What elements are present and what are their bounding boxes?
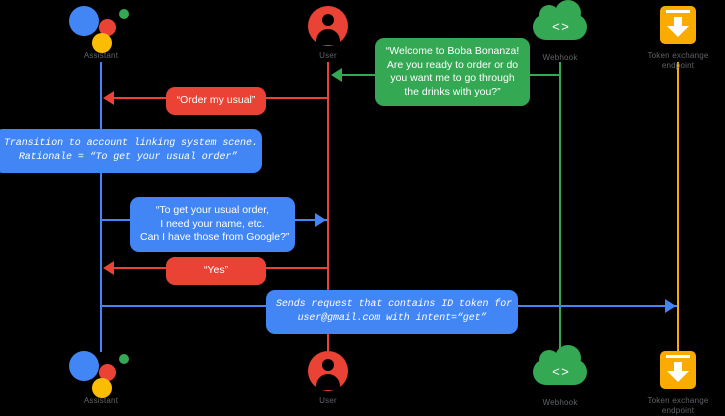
lifeline-user: [327, 62, 329, 352]
arrowhead-order-my-usual: [103, 91, 114, 105]
actor-label-user: User: [319, 51, 337, 60]
assistant-dot-red: [99, 19, 116, 36]
actor-label-endpoint: Token exchange endpoint: [618, 51, 725, 71]
bubble-line: “Yes”: [203, 264, 229, 276]
download-arrow-stem: [674, 17, 682, 27]
actor-label-endpoint-line1: Token exchange: [647, 396, 709, 405]
google-assistant-icon: [41, 349, 161, 398]
cloud-code-icon: < >: [500, 0, 620, 50]
actor-label-endpoint: Token exchange endpoint: [618, 396, 725, 416]
message-bubble-need-name-prompt: “To get your usual order, I need your na…: [130, 197, 295, 252]
assistant-dot-blue: [69, 351, 99, 381]
actor-endpoint-top: Token exchange endpoint: [618, 4, 725, 71]
user-avatar-icon: [268, 349, 388, 393]
endpoint-lid: [666, 10, 690, 13]
arrowhead-need-name-prompt: [315, 213, 326, 227]
note-line: Sends request that contains ID token for: [276, 299, 513, 310]
actor-user-top: User: [268, 4, 388, 61]
download-box-icon: [618, 4, 725, 48]
cloud-shape: [533, 0, 587, 40]
assistant-dot-green: [119, 354, 129, 364]
note-line: Transition to account linking system sce…: [4, 138, 258, 149]
bubble-line: you want me to go through: [390, 72, 515, 84]
assistant-dot-blue: [69, 6, 99, 36]
bubble-line: “Welcome to Boba Bonanza!: [385, 45, 520, 57]
actor-user-bottom: User: [268, 349, 388, 406]
bubble-line: Can I have those from Google?”: [140, 231, 290, 243]
user-avatar-body: [316, 374, 340, 390]
cloud-code-icon: < >: [500, 345, 620, 395]
bubble-line: the drinks with you?”: [404, 85, 501, 98]
user-avatar-icon: [268, 4, 388, 48]
endpoint-lid: [666, 355, 690, 358]
lifeline-webhook: [559, 62, 561, 352]
message-bubble-yes-reply: “Yes”: [166, 257, 266, 285]
actor-label-endpoint-line2: endpoint: [661, 61, 695, 70]
actor-assistant-top: Assistant: [41, 4, 161, 61]
actor-label-user: User: [319, 396, 337, 405]
actor-assistant-bottom: Assistant: [41, 349, 161, 406]
arrowhead-yes-reply: [103, 261, 114, 275]
cloud-shape: [533, 345, 587, 385]
bubble-line: Are you ready to order or do: [386, 58, 519, 71]
note-line: user@gmail.com with intent=“get”: [297, 313, 487, 324]
download-arrow-stem: [674, 362, 682, 372]
actor-label-webhook: Webhook: [542, 398, 578, 407]
assistant-dot-yellow: [92, 378, 112, 398]
note-box-send-id-token: Sends request that contains ID token for…: [266, 290, 518, 334]
bubble-line: “To get your usual order,: [155, 204, 270, 216]
actor-label-assistant: Assistant: [83, 396, 119, 405]
download-arrow-head: [667, 26, 689, 37]
actor-label-webhook: Webhook: [542, 53, 578, 62]
google-assistant-icon: [41, 4, 161, 53]
actor-label-endpoint-line1: Token exchange: [647, 51, 709, 60]
note-line: Rationale = “To get your usual order”: [18, 152, 238, 163]
arrowhead-send-id-token: [665, 299, 676, 313]
download-box-icon: [618, 349, 725, 393]
user-avatar-head: [322, 14, 334, 26]
download-arrow-head: [667, 371, 689, 382]
assistant-dot-red: [99, 364, 116, 381]
actor-webhook-bottom: < > Webhook: [500, 345, 620, 408]
actor-label-assistant: Assistant: [83, 51, 119, 60]
bubble-line: I need your name, etc.: [160, 217, 265, 230]
actor-endpoint-bottom: Token exchange endpoint: [618, 349, 725, 416]
assistant-dot-yellow: [92, 33, 112, 53]
bubble-line: “Order my usual”: [176, 94, 256, 106]
user-avatar-head: [322, 359, 334, 371]
arrowhead-welcome: [331, 68, 342, 82]
note-box-transition: Transition to account linking system sce…: [0, 129, 262, 173]
user-avatar-body: [316, 29, 340, 45]
code-brackets-glyph: < >: [552, 364, 569, 379]
lifeline-assistant: [100, 62, 102, 352]
assistant-dot-green: [119, 9, 129, 19]
message-bubble-order-my-usual: “Order my usual”: [166, 87, 266, 115]
lifeline-endpoint: [677, 62, 679, 352]
message-bubble-welcome: “Welcome to Boba Bonanza! Are you ready …: [375, 38, 530, 106]
actor-webhook-top: < > Webhook: [500, 0, 620, 63]
actor-label-endpoint-line2: endpoint: [661, 406, 695, 415]
code-brackets-glyph: < >: [552, 19, 569, 34]
